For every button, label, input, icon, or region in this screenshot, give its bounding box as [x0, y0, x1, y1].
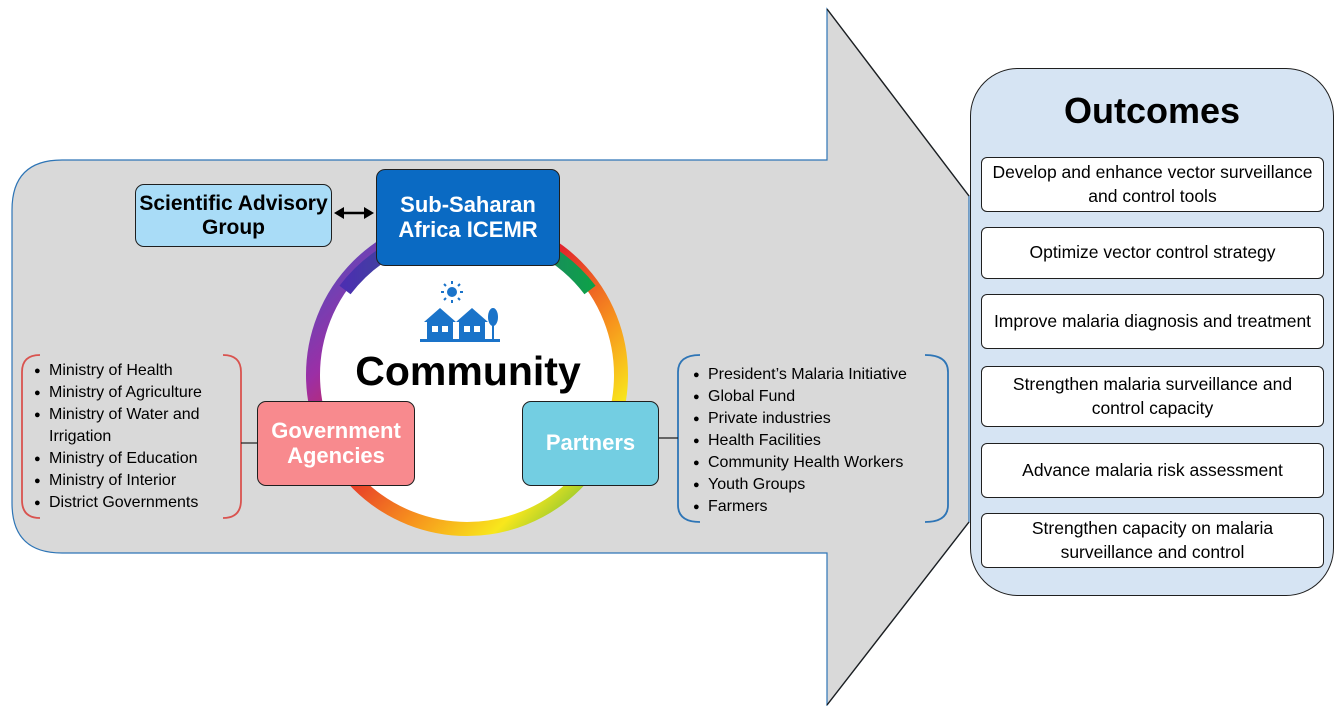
- partners-list: President’s Malaria Initiative Global Fu…: [693, 364, 943, 518]
- list-item: Farmers: [693, 496, 943, 518]
- government-bracket: [21, 354, 41, 519]
- community-label: Community: [355, 348, 581, 394]
- outcome-item: Strengthen malaria surveillance and cont…: [981, 366, 1324, 427]
- government-agencies-box: Government Agencies: [257, 401, 415, 486]
- list-item: Ministry of Health: [34, 360, 234, 382]
- outcome-item: Optimize vector control strategy: [981, 227, 1324, 279]
- list-item: Ministry of Interior: [34, 470, 234, 492]
- list-item: President’s Malaria Initiative: [693, 364, 943, 386]
- list-item: Global Fund: [693, 386, 943, 408]
- list-item: District Governments: [34, 492, 234, 514]
- list-item: Ministry of Agriculture: [34, 382, 234, 404]
- list-item: Youth Groups: [693, 474, 943, 496]
- list-item: Private industries: [693, 408, 943, 430]
- scientific-advisory-group-box: Scientific Advisory Group: [135, 184, 332, 247]
- partners-box: Partners: [522, 401, 659, 486]
- outcome-item: Improve malaria diagnosis and treatment: [981, 294, 1324, 349]
- list-item: Ministry of Water and Irrigation: [34, 404, 234, 448]
- outcome-item: Strengthen capacity on malaria surveilla…: [981, 513, 1324, 568]
- outcomes-title: Outcomes: [1063, 90, 1241, 131]
- double-arrow-icon: [334, 207, 374, 219]
- list-item: Health Facilities: [693, 430, 943, 452]
- government-list: Ministry of Health Ministry of Agricultu…: [34, 360, 234, 514]
- sun-icon: [441, 281, 463, 303]
- list-item: Community Health Workers: [693, 452, 943, 474]
- outcome-item: Advance malaria risk assessment: [981, 443, 1324, 498]
- outcome-item: Develop and enhance vector surveillance …: [981, 157, 1324, 212]
- list-item: Ministry of Education: [34, 448, 234, 470]
- icemr-box: Sub-Saharan Africa ICEMR: [376, 169, 560, 266]
- houses-icon: [420, 308, 500, 342]
